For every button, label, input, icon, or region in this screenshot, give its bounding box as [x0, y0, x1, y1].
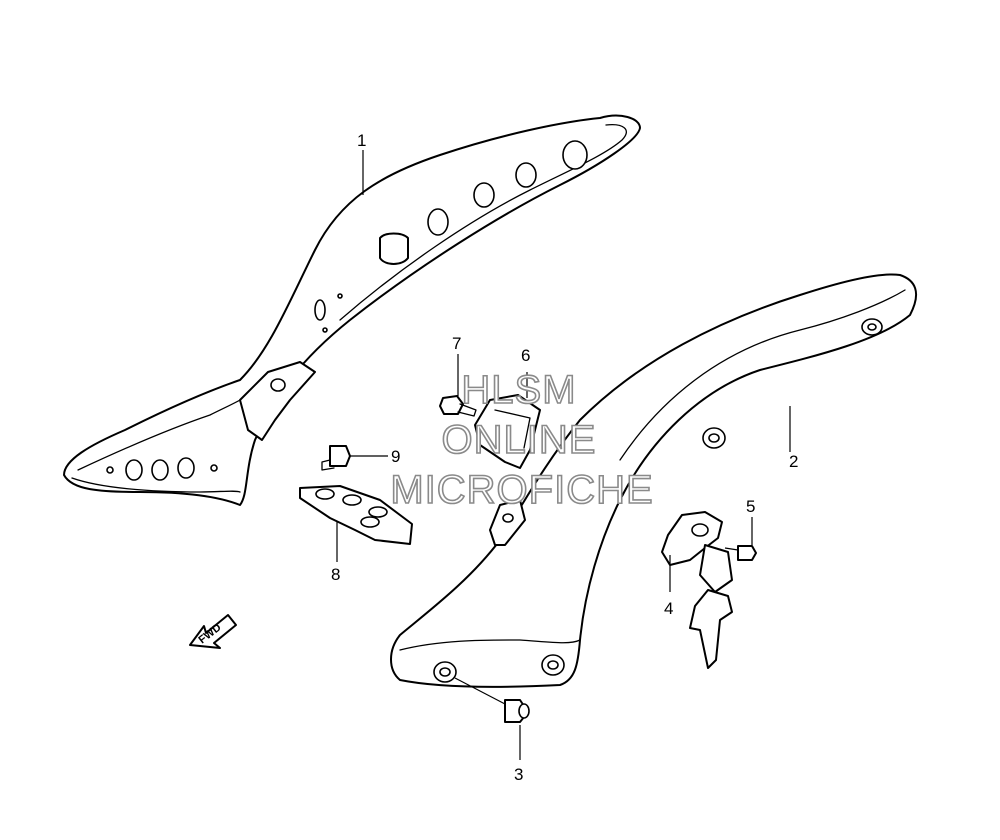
watermark-line-3: MICROFICHE: [390, 468, 653, 512]
callout-9: 9: [391, 447, 400, 466]
screw-part-5: [724, 517, 757, 561]
callout-3: 3: [514, 765, 523, 784]
watermark-line-2: ONLINE: [442, 418, 597, 462]
callout-8: 8: [331, 565, 340, 584]
grab-rail-left: [63, 114, 641, 506]
callout-7: 7: [452, 334, 461, 353]
callout-1: 1: [357, 131, 366, 150]
bracket-part-8: [299, 485, 413, 562]
clamp-part-6: [474, 372, 541, 469]
callout-6: 6: [521, 346, 530, 365]
forward-arrow-icon: FWD: [189, 614, 237, 649]
grab-rail-right: [390, 273, 918, 688]
callout-2: 2: [789, 452, 798, 471]
callout-4: 4: [664, 599, 673, 618]
screw-part-9: [321, 445, 388, 471]
bolt-part-3: [454, 677, 530, 760]
bolt-part-7: [439, 354, 477, 417]
lock-part-4: [661, 511, 733, 669]
callout-5: 5: [746, 497, 755, 516]
watermark: HLSM ONLINE MICROFICHE: [390, 367, 654, 513]
watermark-line-1: HLSM: [461, 368, 576, 412]
